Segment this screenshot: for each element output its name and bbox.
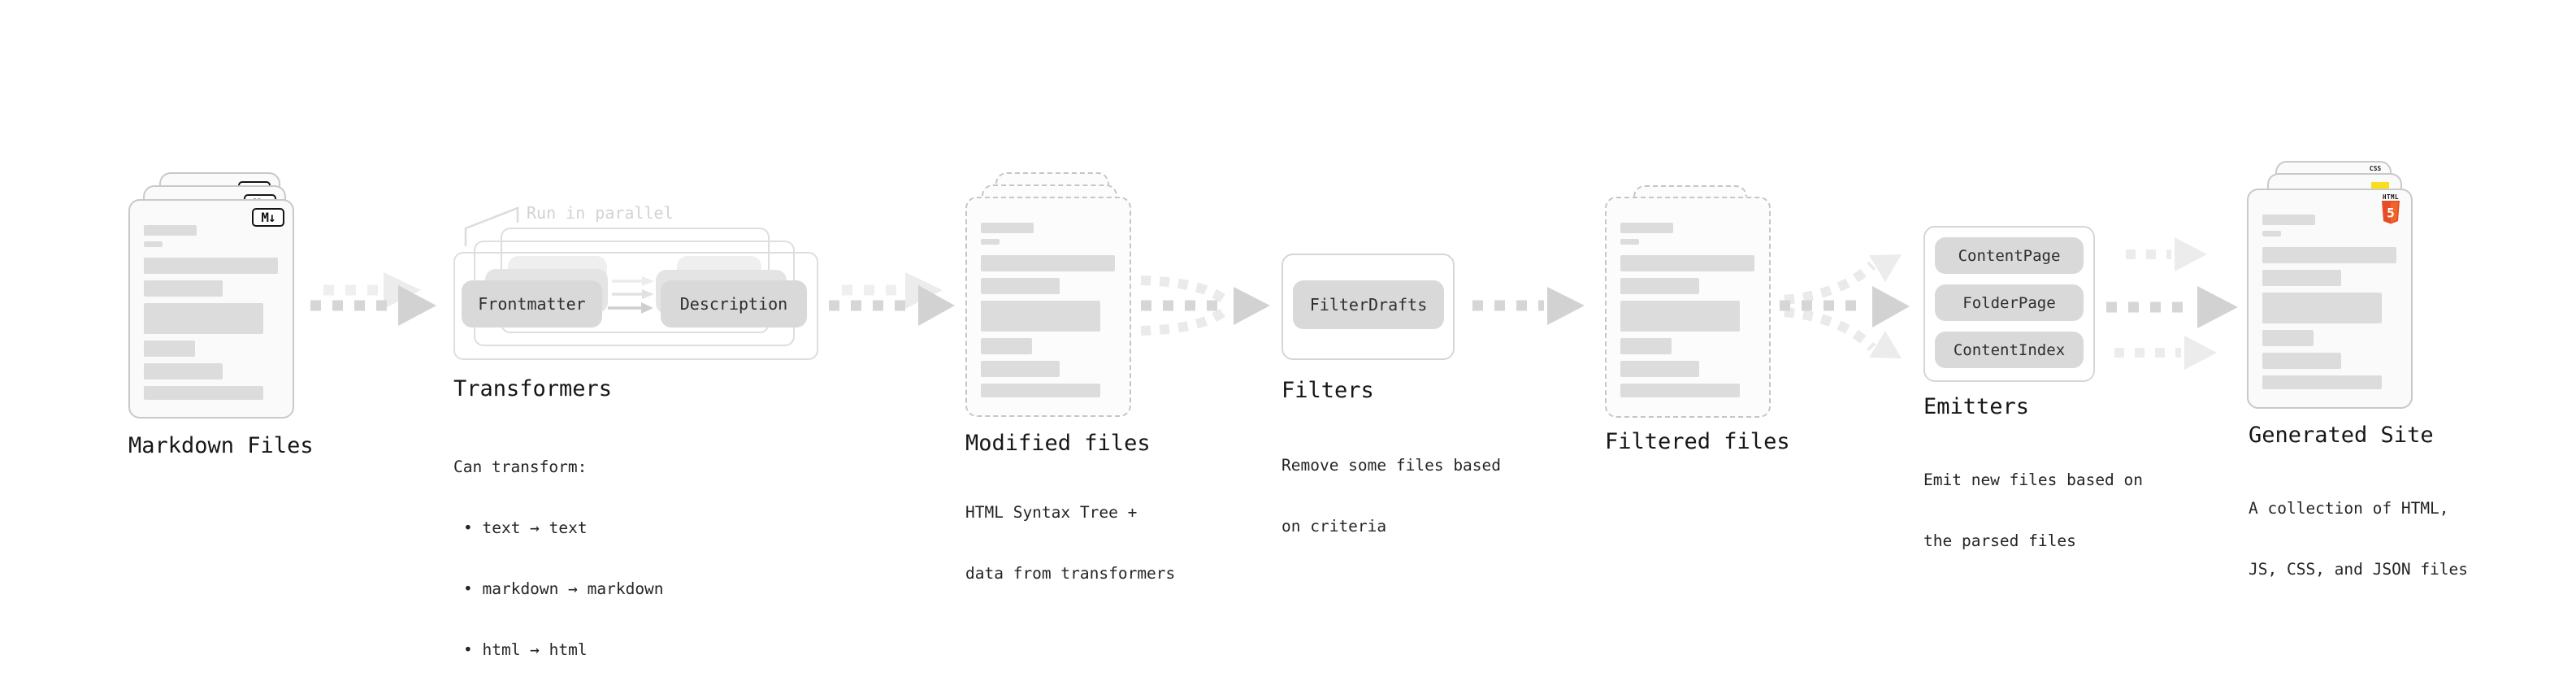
placeholder-bar xyxy=(1620,255,1754,271)
placeholder-bar xyxy=(2262,231,2281,236)
placeholder-bar xyxy=(2262,247,2396,263)
contentpage-pill: ContentPage xyxy=(1935,237,2084,274)
placeholder-bar xyxy=(144,280,223,297)
placeholder-bar xyxy=(144,340,195,357)
file-content-placeholder xyxy=(144,225,278,400)
markdown-files-label: Markdown Files xyxy=(128,433,314,458)
file-content-placeholder xyxy=(981,223,1115,397)
placeholder-bar xyxy=(981,384,1100,397)
generated-site-label: Generated Site xyxy=(2249,423,2434,448)
placeholder-bar xyxy=(981,361,1060,377)
modified-files-description: HTML Syntax Tree + data from transformer… xyxy=(965,462,1175,624)
placeholder-bar xyxy=(144,225,197,236)
placeholder-bar xyxy=(144,386,263,400)
placeholder-bar xyxy=(981,338,1032,354)
filterdrafts-pill: FilterDrafts xyxy=(1293,280,1444,329)
filters-desc-line: on criteria xyxy=(1281,517,1387,536)
file-content-placeholder xyxy=(2262,215,2396,389)
transformers-desc-heading: Can transform: xyxy=(453,458,588,476)
file-content-placeholder xyxy=(1620,223,1754,397)
generated-desc-line: A collection of HTML, xyxy=(2249,499,2449,518)
placeholder-bar xyxy=(2262,215,2315,225)
emitters-desc-line: the parsed files xyxy=(1923,531,2076,550)
placeholder-bar xyxy=(1620,223,1673,233)
markdown-icon: M↓ xyxy=(252,208,284,227)
contentindex-pill: ContentIndex xyxy=(1935,332,2084,368)
placeholder-bar xyxy=(2262,330,2314,346)
transformers-bullet: • text → text xyxy=(463,518,588,537)
placeholder-bar xyxy=(2262,293,2382,323)
placeholder-bar xyxy=(981,301,1100,332)
generated-desc-line: JS, CSS, and JSON files xyxy=(2249,560,2469,579)
placeholder-bar xyxy=(1620,361,1699,377)
modified-desc-line: HTML Syntax Tree + xyxy=(965,503,1138,522)
filters-desc-line: Remove some files based xyxy=(1281,456,1502,475)
arrow-markdown-to-transformers xyxy=(310,272,436,326)
frontmatter-pill: Frontmatter xyxy=(462,280,602,327)
placeholder-bar xyxy=(981,239,1000,245)
placeholder-bar xyxy=(2262,270,2341,286)
folderpage-pill: FolderPage xyxy=(1935,284,2084,321)
transformers-label: Transformers xyxy=(453,376,613,401)
markdown-icon-glyph: M↓ xyxy=(261,210,275,225)
transformer-box-front xyxy=(453,252,818,360)
svg-text:5: 5 xyxy=(2387,206,2395,221)
html5-icon: HTML 5 xyxy=(2378,194,2404,228)
placeholder-bar xyxy=(1620,278,1699,294)
placeholder-bar xyxy=(981,255,1115,271)
placeholder-bar xyxy=(981,278,1060,294)
placeholder-bar xyxy=(981,223,1034,233)
modified-file-card-front xyxy=(965,197,1131,417)
placeholder-bar xyxy=(2262,375,2382,389)
placeholder-bar xyxy=(144,258,278,274)
arrow-filters-to-filtered xyxy=(1472,287,1585,325)
placeholder-bar xyxy=(144,363,223,380)
placeholder-bar xyxy=(144,303,263,334)
html5-icon-shield: 5 xyxy=(2382,201,2400,224)
arrow-emitters-to-generated xyxy=(2106,237,2238,370)
emitters-label: Emitters xyxy=(1923,394,2030,419)
transformer-pill-arrows xyxy=(608,276,654,314)
transformers-description: Can transform: • text → text • markdown … xyxy=(453,416,664,681)
description-pill: Description xyxy=(661,280,807,327)
run-in-parallel-leader-line xyxy=(464,206,519,246)
transformers-bullet: • html → html xyxy=(463,640,588,659)
arrow-filtered-to-emitters xyxy=(1780,254,1910,358)
markdown-file-card-front: M↓ xyxy=(128,199,294,419)
filters-label: Filters xyxy=(1281,378,1374,403)
modified-desc-line: data from transformers xyxy=(965,564,1176,583)
generated-file-card-front-html: HTML 5 xyxy=(2247,189,2413,409)
placeholder-bar xyxy=(2262,353,2341,369)
filtered-file-card-front xyxy=(1605,197,1771,418)
arrow-modified-to-filters xyxy=(1140,275,1270,336)
filtered-files-label: Filtered files xyxy=(1605,429,1790,454)
placeholder-bar xyxy=(1620,301,1740,332)
generated-site-description: A collection of HTML, JS, CSS, and JSON … xyxy=(2249,458,2468,620)
emitters-description: Emit new files based on the parsed files xyxy=(1923,429,2143,592)
placeholder-bar xyxy=(1620,239,1639,245)
filters-description: Remove some files based on criteria xyxy=(1281,414,1501,577)
placeholder-bar xyxy=(1620,338,1672,354)
modified-files-label: Modified files xyxy=(965,431,1151,456)
transformers-bullet: • markdown → markdown xyxy=(463,579,664,598)
arrow-transformers-to-modified xyxy=(829,272,955,326)
placeholder-bar xyxy=(1620,384,1740,397)
run-in-parallel-note: Run in parallel xyxy=(527,203,674,223)
html5-icon-word: HTML xyxy=(2382,193,2400,201)
placeholder-bar xyxy=(144,241,163,247)
css-badge-label: CSS xyxy=(2369,165,2382,172)
emitters-desc-line: Emit new files based on xyxy=(1923,471,2144,489)
